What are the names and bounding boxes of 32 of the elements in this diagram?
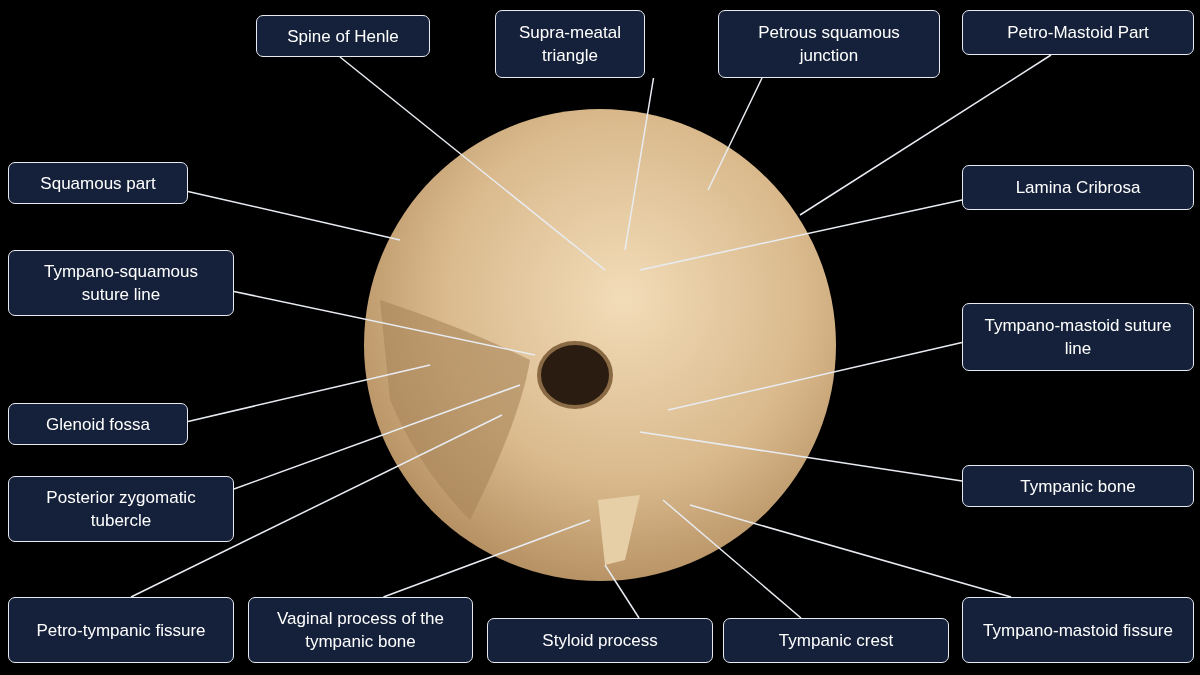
callout-label: Tympanic crest	[723, 618, 949, 663]
leader-line	[130, 414, 503, 598]
leader-line	[187, 364, 431, 423]
leader-line	[707, 77, 763, 191]
leader-line	[667, 341, 963, 411]
callout-label: Supra-meatal triangle	[495, 10, 645, 78]
callout-label: Lamina Cribrosa	[962, 165, 1194, 210]
callout-label: Spine of Henle	[256, 15, 430, 57]
leader-line	[604, 564, 640, 619]
leader-line	[799, 54, 1052, 216]
leader-line	[689, 504, 1012, 598]
leader-line	[233, 290, 536, 356]
callout-label: Squamous part	[8, 162, 188, 204]
leader-line	[339, 56, 606, 271]
leader-line	[233, 384, 521, 490]
callout-label: Petro-Mastoid Part	[962, 10, 1194, 55]
callout-label: Petro-tympanic fissure	[8, 597, 234, 663]
callout-label: Vaginal process of the tympanic bone	[248, 597, 473, 663]
leader-line	[639, 431, 963, 482]
callout-label: Glenoid fossa	[8, 403, 188, 445]
callout-label: Tympano-squamous suture line	[8, 250, 234, 316]
callout-label: Tympano-mastoid suture line	[962, 303, 1194, 371]
callout-label: Posterior zygomatic tubercle	[8, 476, 234, 542]
callout-label: Tympanic bone	[962, 465, 1194, 507]
leader-line	[624, 77, 655, 251]
leader-line	[662, 499, 802, 619]
leader-line	[382, 519, 591, 598]
leader-line	[187, 190, 401, 241]
callout-label: Styloid process	[487, 618, 713, 663]
leader-line	[639, 199, 963, 271]
callout-label: Tympano-mastoid fissure	[962, 597, 1194, 663]
callout-label: Petrous squamous junction	[718, 10, 940, 78]
